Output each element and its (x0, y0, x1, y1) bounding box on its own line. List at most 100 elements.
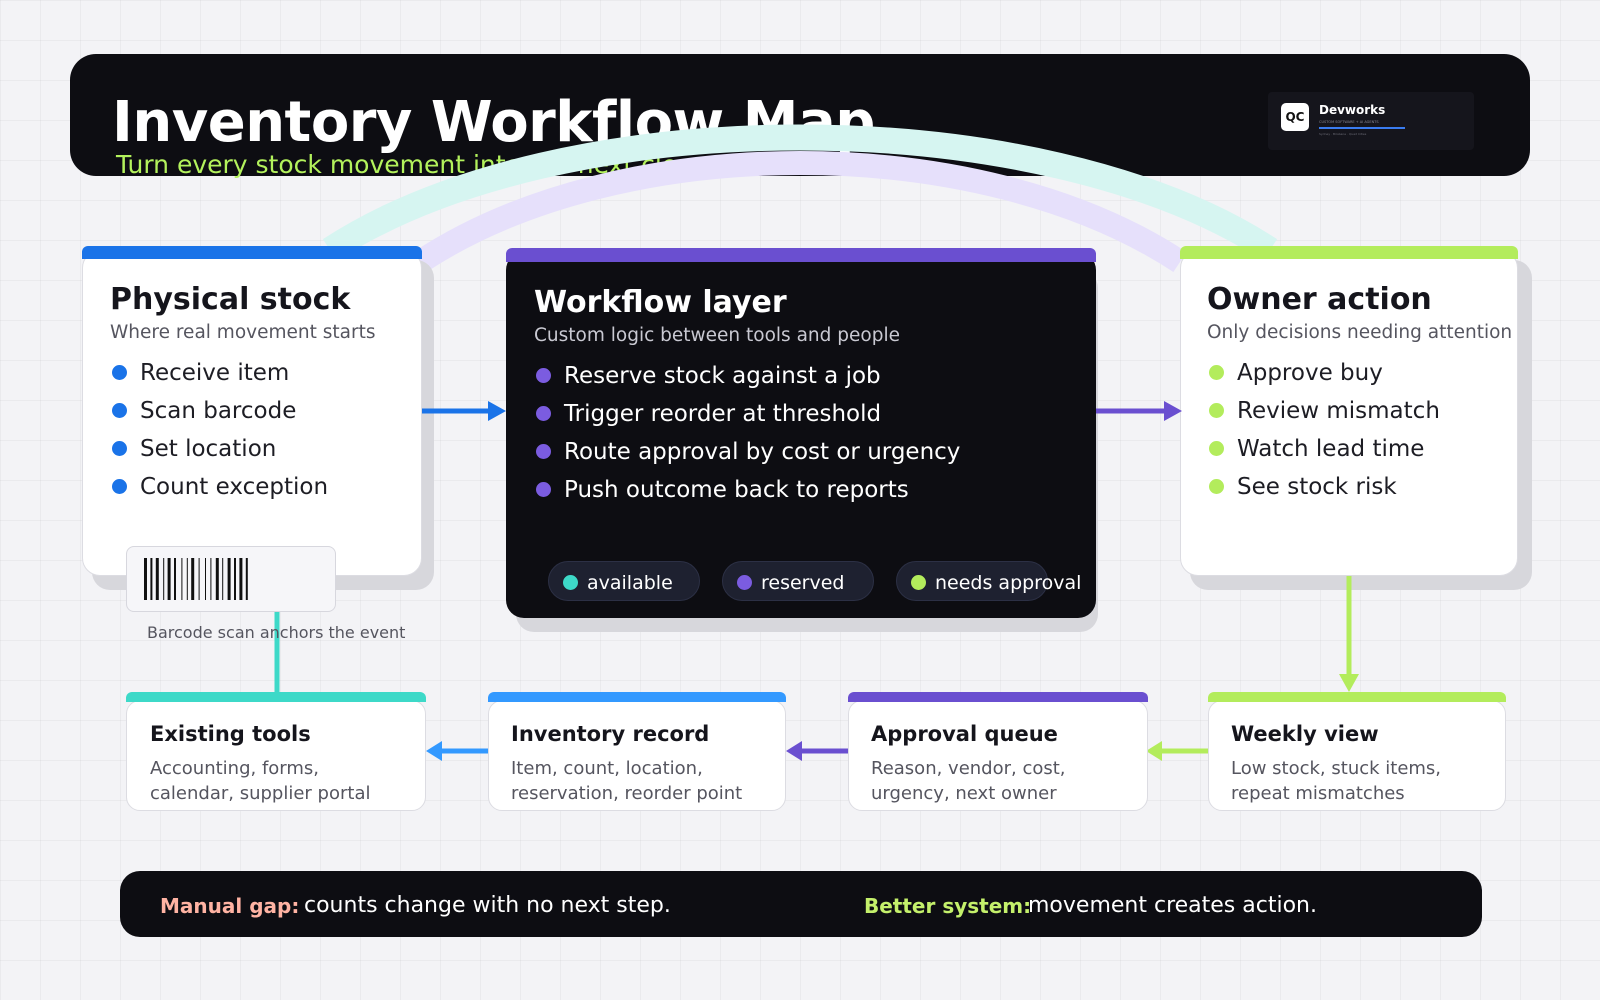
arrow-physical-to-workflow (422, 401, 506, 421)
existing-tools-line: calendar, supplier portal (150, 783, 371, 804)
existing-tools-line: Accounting, forms, (150, 758, 320, 779)
existing-tools-card (126, 700, 426, 811)
logo-tagline: CUSTOM SOFTWARE + AI AGENTS (1319, 120, 1379, 124)
barcode-box (126, 546, 336, 612)
logo-name: Devworks (1319, 103, 1386, 117)
barcode-stripe (144, 558, 147, 600)
physical-card-accent (82, 246, 422, 259)
approval-queue-line: urgency, next owner (871, 783, 1057, 804)
barcode-icon (144, 558, 248, 600)
physical-item: Scan barcode (140, 398, 297, 424)
purple-arc (413, 151, 1187, 273)
reserved-dot-icon (737, 575, 752, 590)
bullet-icon (112, 365, 127, 380)
physical-item: Count exception (140, 474, 329, 500)
physical-card-title: Physical stock (110, 282, 351, 317)
arrow-owner-to-weekly (1339, 576, 1359, 692)
bullet-icon (112, 403, 127, 418)
arrow-weekly-to-approval (1146, 741, 1208, 761)
bullet-icon (1209, 365, 1224, 380)
approval-queue-line: Reason, vendor, cost, (871, 758, 1066, 779)
footer-banner (120, 871, 1482, 937)
needs-approval-dot-icon (911, 575, 926, 590)
owner-item: Review mismatch (1237, 398, 1440, 424)
owner-item: Approve buy (1237, 360, 1383, 386)
barcode-stripe (186, 558, 188, 600)
workflow-item: Push outcome back to reports (564, 477, 909, 503)
barcode-stripe (198, 558, 200, 600)
barcode-stripe (167, 558, 171, 600)
approval-queue-accent (848, 692, 1148, 702)
better-system-text: movement creates action. (1028, 893, 1317, 918)
arrow-workflow-to-owner (1096, 401, 1182, 421)
workflow-card-subtitle: Custom logic between tools and people (534, 325, 900, 346)
workflow-item: Trigger reorder at threshold (564, 401, 882, 427)
better-system-label: Better system: (864, 894, 1032, 918)
barcode-stripe (215, 558, 219, 600)
status-pill-label: available (587, 572, 673, 594)
owner-item: Watch lead time (1237, 436, 1425, 462)
bullet-icon (536, 444, 551, 459)
weekly-view-title: Weekly view (1231, 722, 1379, 746)
bullet-icon (112, 441, 127, 456)
inventory-record-line: Item, count, location, (511, 758, 703, 779)
logo-underline (1319, 127, 1405, 129)
owner-action-card (1180, 250, 1518, 576)
weekly-view-card (1208, 700, 1506, 811)
inventory-record-card (488, 700, 786, 811)
approval-queue-title: Approval queue (871, 722, 1058, 746)
inventory-record-line: reservation, reorder point (511, 783, 743, 804)
barcode-stripe (234, 558, 236, 600)
inventory-record-title: Inventory record (511, 722, 710, 746)
inventory-record-accent (488, 692, 786, 702)
bullet-icon (536, 406, 551, 421)
arrow-record-to-tools (426, 741, 488, 761)
barcode-stripe (239, 558, 243, 600)
barcode-stripe (191, 558, 195, 600)
weekly-view-line: repeat mismatches (1231, 783, 1405, 804)
physical-item: Receive item (140, 360, 290, 386)
existing-tools-accent (126, 692, 426, 702)
teal-arc (322, 124, 1278, 261)
available-dot-icon (563, 575, 578, 590)
barcode-stripe (181, 558, 183, 600)
barcode-stripe (245, 558, 248, 600)
manual-gap-text: counts change with no next step. (304, 893, 671, 918)
workflow-card-accent (506, 248, 1096, 262)
barcode-caption: Barcode scan anchors the event (147, 623, 406, 642)
barcode-stripe (163, 558, 165, 600)
workflow-item: Reserve stock against a job (564, 363, 881, 389)
manual-gap-label: Manual gap: (160, 894, 300, 918)
physical-stock-card (82, 250, 422, 576)
bullet-icon (536, 368, 551, 383)
barcode-stripe (210, 558, 212, 600)
bullet-icon (1209, 441, 1224, 456)
barcode-stripe (150, 558, 153, 600)
bullet-icon (1209, 479, 1224, 494)
owner-card-subtitle: Only decisions needing attention (1207, 322, 1513, 343)
workflow-card-title: Workflow layer (534, 285, 787, 320)
status-pill-label: needs approval (935, 572, 1082, 594)
bullet-icon (536, 482, 551, 497)
physical-card-subtitle: Where real movement starts (110, 322, 376, 343)
logo-footer: Sydney · Brisbane · Quad Cities (1319, 132, 1367, 136)
owner-card-title: Owner action (1207, 282, 1432, 317)
owner-card-accent (1180, 246, 1518, 259)
workflow-item: Route approval by cost or urgency (564, 439, 961, 465)
workflow-layer-card (506, 252, 1096, 618)
bullet-icon (1209, 403, 1224, 418)
existing-tools-title: Existing tools (150, 722, 311, 746)
weekly-view-line: Low stock, stuck items, (1231, 758, 1442, 779)
barcode-stripe (155, 558, 159, 600)
barcode-stripe (174, 558, 176, 600)
barcode-stripe (222, 558, 224, 600)
weekly-view-accent (1208, 692, 1506, 702)
arrow-approval-to-record (786, 741, 848, 761)
status-pill-label: reserved (761, 572, 845, 594)
owner-item: See stock risk (1237, 474, 1397, 500)
barcode-stripe (205, 558, 206, 600)
logo-mark-icon: QC (1281, 103, 1309, 131)
barcode-stripe (227, 558, 231, 600)
